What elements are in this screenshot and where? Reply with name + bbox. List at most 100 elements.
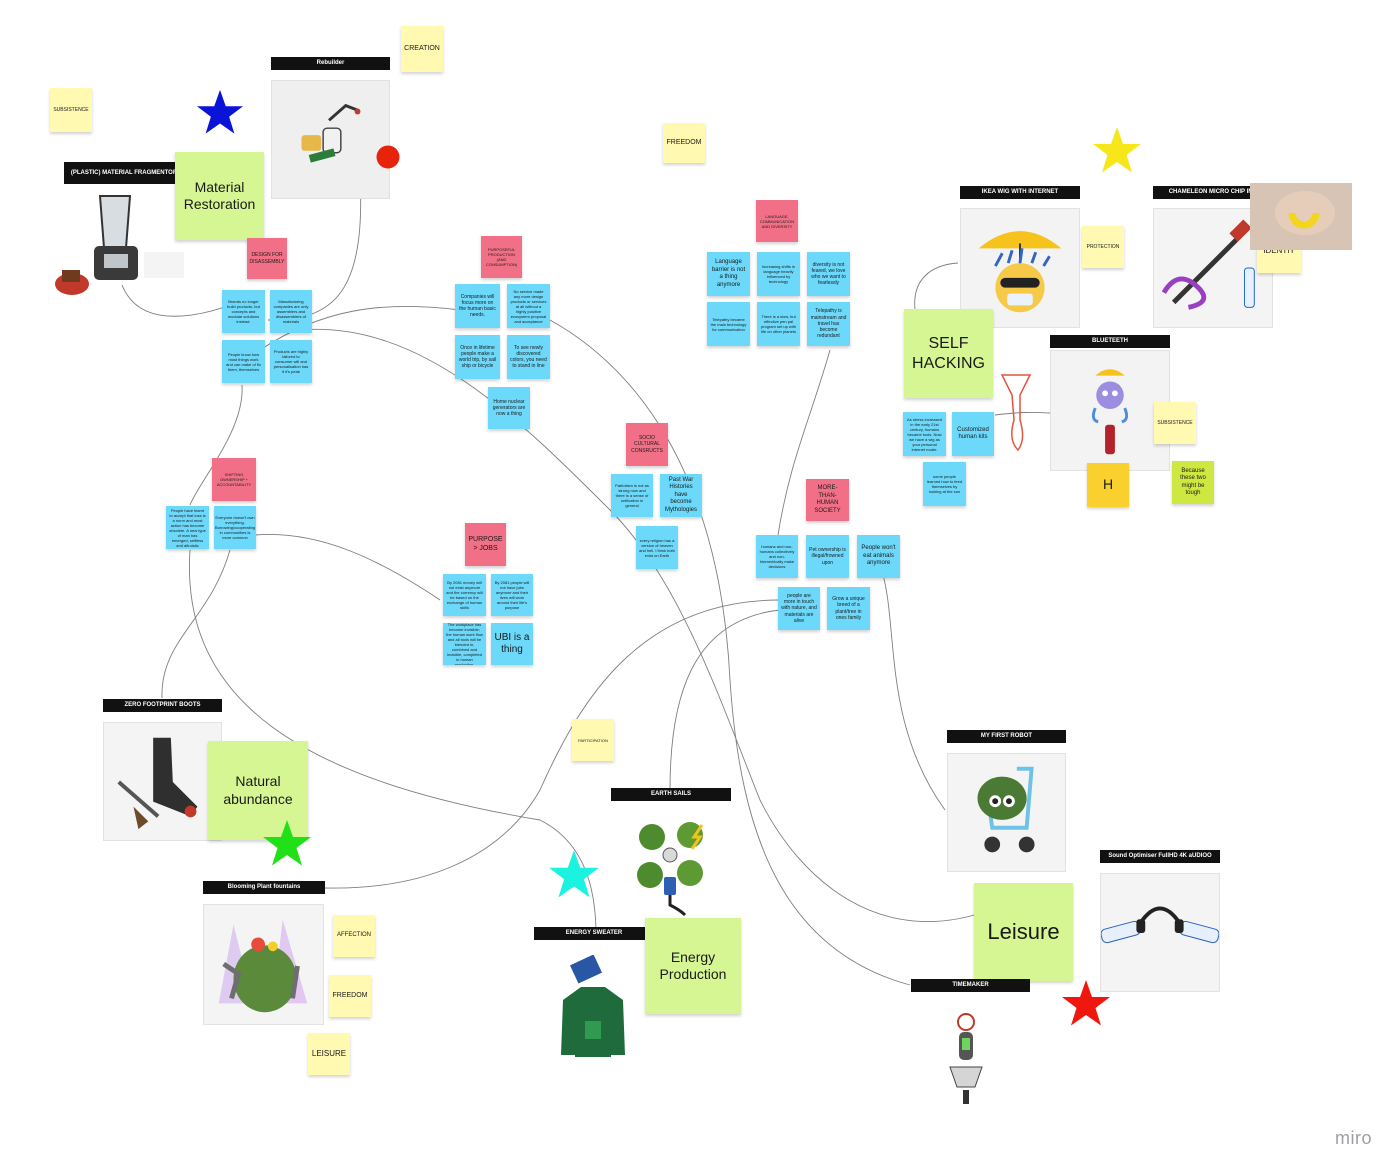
idea-language-barrier[interactable]: Language barrier is not a thing anymore [707,252,750,296]
idea-ubi[interactable]: UBI is a thing [491,623,533,665]
idea-no-jobs[interactable]: By 2081 people will not have jobs anymor… [491,574,533,616]
idea-money-value[interactable]: By 2081 money will not exist anymore and… [443,574,486,616]
need-creation[interactable]: CREATION [401,26,443,72]
need-participation[interactable]: PARTICIPATION [572,719,614,761]
idea-unique-breed[interactable]: Grow a unique breed of a plant/tree in o… [827,587,870,630]
need-subsistence-left[interactable]: SUBSISTENCE [50,88,92,132]
blooming-fountains-image-frame[interactable] [203,904,324,1025]
frame-title-text: EARTH SAILS [650,791,691,798]
need-subsistence-right[interactable]: SUBSISTENCE [1154,402,1196,444]
category-more-than-human[interactable]: MORE-THAN-HUMAN SOCIETY [806,479,849,521]
idea-no-service[interactable]: No service made any more design products… [507,284,550,328]
green-star-icon [262,818,312,868]
idea-shifts-language[interactable]: Increasing shifts in language heavily in… [757,252,800,296]
zero-footprint-image-frame[interactable] [103,722,222,841]
sticky-text: To see newly discovered colors, you need… [510,344,547,370]
category-purpose-jobs[interactable]: PURPOSE > JOBS [465,523,506,566]
sticky-text: every religion has a version of heaven a… [639,537,675,558]
sticky-text: Leisure [987,919,1060,945]
sticky-text: No service made any more design products… [510,288,547,324]
sticky-text: FREEDOM [666,138,702,146]
theme-self-hacking[interactable]: SELF HACKING [904,309,993,398]
idea-slow-pen-pal[interactable]: There is a slow, but effective pen pal p… [757,302,800,346]
idea-no-animals[interactable]: People won't eat animals anymore [857,535,900,578]
idea-people-learnt[interactable]: People have learnt to accept that loss i… [166,506,209,549]
idea-home-nuclear[interactable]: Home nuclear generators are now a thing [488,387,530,429]
frame-title-text: Blooming Plant fountains [227,884,301,891]
sticky-text: diversity is not feared, we love who we … [811,261,846,287]
frame-title-zero-footprint: ZERO FOOTPRINT BOOTS [103,699,222,712]
frame-title-timemaker: TIMEMAKER [911,979,1030,992]
idea-pet-ownership[interactable]: Pet ownership is illegal/frowned upon [806,535,849,578]
idea-diversity[interactable]: diversity is not feared, we love who we … [807,252,850,296]
frame-title-text: Sound Optimiser FullHD 4K aUDIOO [1108,853,1212,860]
idea-telepathy-main[interactable]: Telepathy became the main technology for… [707,302,750,346]
theme-leisure[interactable]: Leisure [974,883,1073,981]
sticky-text: SUBSISTENCE [1157,419,1193,426]
sticky-h[interactable]: H [1087,463,1129,507]
blueteeth-image-frame[interactable] [1050,350,1170,471]
need-protection[interactable]: PROTECTION [1082,226,1124,268]
my-first-robot-image-frame[interactable] [947,753,1066,872]
idea-companies-focus[interactable]: Companies will focus more on the human b… [455,284,500,328]
earth-sails-image [630,815,712,920]
sticky-text: Increasing shifts in language heavily in… [761,264,796,284]
frame-title-my-first-robot: MY FIRST ROBOT [947,730,1066,743]
connector [188,549,597,931]
rebuilder-image-frame[interactable] [271,80,390,199]
connector [254,534,441,601]
idea-people-know[interactable]: People know how most things work and can… [222,340,265,383]
idea-as-stress[interactable]: As stress increased in the early 21st ce… [903,412,946,456]
frame-title-blooming-fountains: Blooming Plant fountains [203,881,325,894]
ikea-wig-image-frame[interactable] [960,208,1080,328]
idea-workplace[interactable]: The workplace has become invisible; the … [443,623,486,665]
blue-star-icon [196,88,244,136]
frame-title-blueteeth: BLUETEETH [1050,335,1170,348]
idea-learned-feed[interactable]: some people learned how to feed themselv… [923,462,966,506]
need-leisure-small[interactable]: LEISURE [308,1033,350,1075]
idea-manufacturing[interactable]: Manufacturing companies are only assembl… [270,290,312,333]
category-socio-cultural[interactable]: SOCIO CULTURAL CONSRUCTS [626,423,668,466]
sticky-text: PURPOSEFUL PRODUCTION (AND CONSUMPTION) [485,247,518,267]
sticky-text: H [1102,476,1114,493]
sticky-text: Material Restoration [183,178,256,213]
theme-material-restoration[interactable]: Material Restoration [175,152,264,240]
sticky-text: PARTICIPATION [578,737,608,743]
idea-customized-kits[interactable]: Customized human kits [952,412,994,456]
timemaker-image [945,1012,987,1107]
idea-see-colors[interactable]: To see newly discovered colors, you need… [507,335,550,379]
need-freedom-bottom[interactable]: FREEDOM [329,975,371,1017]
idea-every-religion[interactable]: every religion has a version of heaven a… [636,526,678,569]
robot-icon [1091,369,1129,455]
sticky-text: LANGUAGE, COMMUNICATION AND DIVERSITY [759,213,795,229]
theme-natural-abundance[interactable]: Natural abundance [208,741,308,840]
idea-once-lifetime[interactable]: Once in lifetime people make a world tri… [455,335,500,379]
need-freedom-top[interactable]: FREEDOM [663,123,705,163]
sticky-text: People won't eat animals anymore [861,545,896,567]
sticky-text: Energy Production [659,948,727,983]
frame-title-text: ENERGY SWEATER [565,930,623,937]
sound-optimiser-image-frame[interactable] [1100,873,1220,992]
sticky-text: Companies will focus more on the human b… [459,293,496,319]
category-design-disassembly[interactable]: DESIGN FOR DISASSEMBLY [247,238,287,279]
idea-products-tailored[interactable]: Products are highly tailored to consumer… [270,340,312,383]
theme-energy-production[interactable]: Energy Production [645,918,741,1014]
idea-humans-nonhumans[interactable]: humans and non-humans collectively and n… [756,535,798,578]
category-purposeful-production[interactable]: PURPOSEFUL PRODUCTION (AND CONSUMPTION) [481,236,522,278]
sticky-text: Brands no longer build products, but con… [227,299,260,324]
category-shifting-ownership[interactable]: SHIFTING OWNERSHIP + ACCOUNTABILITY [212,458,256,501]
idea-past-war[interactable]: Past War Histories have become Mythologi… [660,474,702,517]
sticky-text: IDENTIY [1263,246,1295,255]
sticky-text: Language barrier is not a thing anymore [711,259,746,288]
note-because-tough[interactable]: Because these two might be tough [1172,461,1214,504]
sticky-text: UBI is a thing [494,631,530,656]
need-affection[interactable]: AFFECTION [333,915,375,957]
idea-in-touch-nature[interactable]: people are more in touch with nature, an… [778,587,820,630]
sticky-text: LEISURE [311,1049,347,1058]
idea-telepathy-mainstream[interactable]: Telepathy is mainstream and travel has b… [807,302,850,346]
idea-everyone-owns[interactable]: Everyone doesn't own everything. Borrowi… [214,506,256,549]
category-language[interactable]: LANGUAGE, COMMUNICATION AND DIVERSITY [756,200,798,242]
idea-patriotism[interactable]: Patriotism is not as strong now and ther… [611,474,653,517]
idea-brands[interactable]: Brands no longer build products, but con… [222,290,265,333]
